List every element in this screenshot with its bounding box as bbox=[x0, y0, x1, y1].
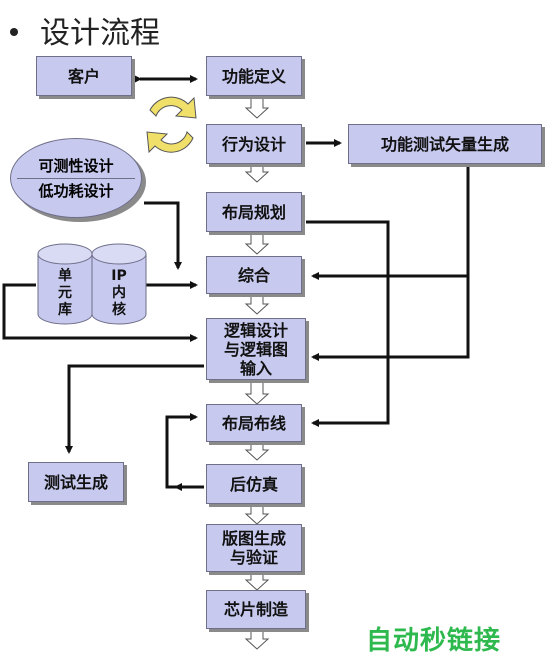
func-test-vector-box: 功能测试矢量生成 bbox=[348, 124, 542, 164]
down-arrow bbox=[244, 501, 270, 525]
watermark-logo: 自动秒链接 bbox=[366, 626, 502, 656]
page-title: 设计流程 bbox=[10, 8, 160, 52]
dft-low-power-ellipse: 可测性设计 低功耗设计 bbox=[10, 138, 142, 218]
floorplan-to-pnr-arrow bbox=[306, 220, 390, 427]
bullet-icon bbox=[10, 27, 18, 36]
down-arrow bbox=[244, 439, 270, 461]
library-loop-arrow bbox=[2, 283, 198, 342]
postsim-feedback-arrow bbox=[165, 413, 204, 489]
down-arrow bbox=[244, 95, 270, 119]
logic-design-box: 逻辑设计 与逻辑图 输入 bbox=[206, 318, 306, 380]
dft-to-synth-arrow bbox=[144, 201, 182, 270]
testvec-to-logic-arrow bbox=[311, 276, 470, 361]
chip-fabrication-box: 芯片制造 bbox=[206, 590, 306, 629]
cell-library-label: 单 元 库 bbox=[58, 268, 72, 318]
cell-library-cylinder bbox=[37, 243, 93, 325]
floorplan-box: 布局规划 bbox=[206, 192, 302, 232]
layout-verification-box: 版图生成 与验证 bbox=[206, 524, 302, 572]
down-arrow bbox=[244, 569, 270, 591]
down-arrow bbox=[244, 626, 270, 650]
down-arrow bbox=[244, 229, 270, 255]
ip-core-label: IP 内 核 bbox=[111, 268, 127, 318]
behavior-design-box: 行为设计 bbox=[206, 124, 302, 164]
logic-to-testgen-arrow bbox=[65, 364, 204, 454]
function-definition-box: 功能定义 bbox=[206, 56, 302, 96]
ellipse-divider bbox=[17, 177, 135, 179]
post-simulation-box: 后仿真 bbox=[206, 464, 302, 504]
iteration-loop-icon bbox=[146, 96, 197, 154]
down-arrow bbox=[244, 379, 270, 405]
chain-arrows bbox=[244, 95, 270, 650]
test-generation-box: 测试生成 bbox=[28, 462, 124, 502]
ip-core-cylinder bbox=[91, 243, 147, 325]
customer-box: 客户 bbox=[36, 56, 132, 96]
synthesis-box: 综合 bbox=[206, 256, 302, 294]
place-and-route-box: 布局布线 bbox=[206, 404, 302, 442]
